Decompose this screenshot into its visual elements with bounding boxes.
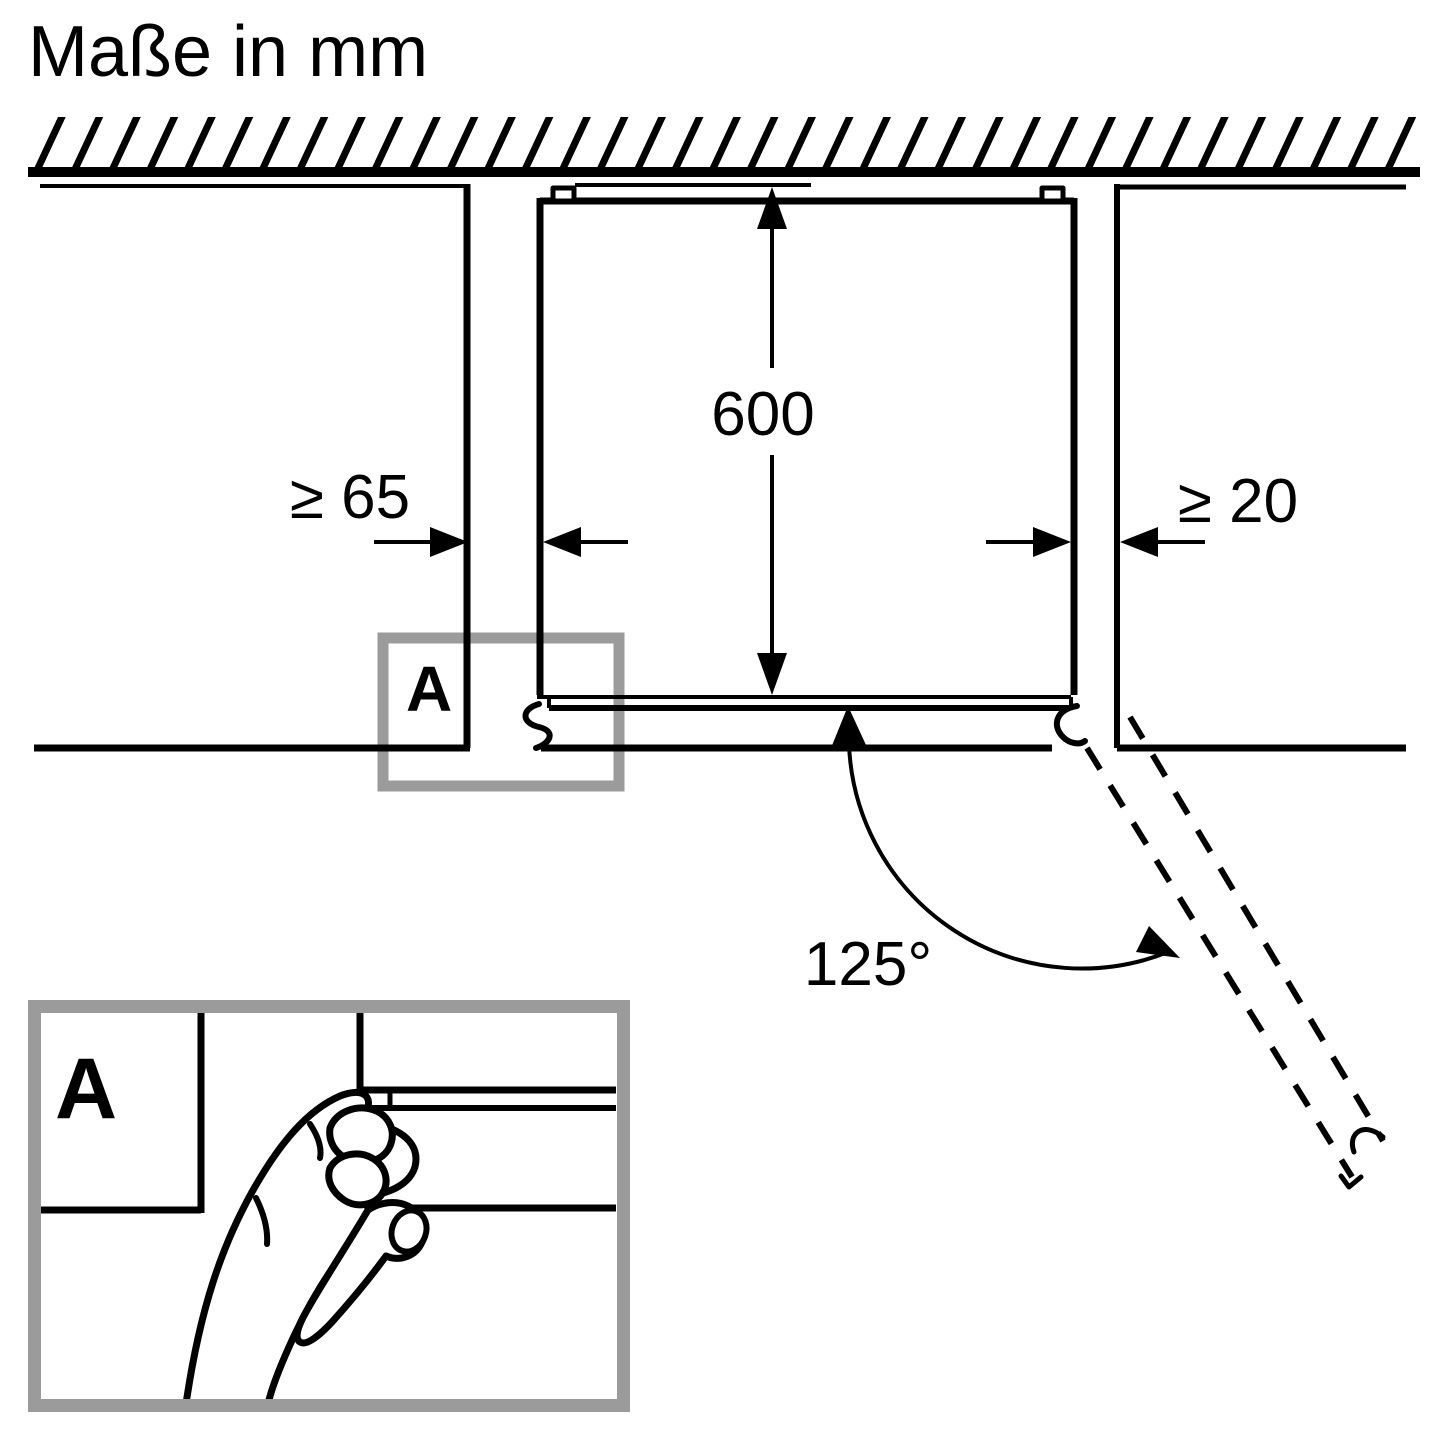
curled-finger-upper <box>326 1104 396 1166</box>
left-clearance-arrow-right-icon <box>430 527 468 557</box>
right-clearance-dimension: ≥ 20 <box>986 467 1298 557</box>
open-door-dashed-line-inner <box>1084 746 1355 1179</box>
left-break-squiggle <box>522 701 553 751</box>
hinge-squiggle <box>1053 703 1088 747</box>
open-door-break-tick <box>1338 1173 1364 1190</box>
wall-spacer-left <box>550 185 577 204</box>
rear-wall <box>28 117 1420 177</box>
left-cabinet <box>34 184 471 752</box>
detail-view-frame <box>28 1000 630 1412</box>
detail-a-callout-box <box>377 632 625 792</box>
appliance-right-arrow-icon <box>1033 527 1071 557</box>
detail-a-marker: A <box>406 653 452 725</box>
door-angle-label: 125° <box>804 930 932 999</box>
left-clearance-label: ≥ 65 <box>290 463 410 532</box>
open-door-dashed-line-outer <box>1127 715 1386 1143</box>
right-cabinet <box>1114 184 1406 752</box>
depth-label: 600 <box>711 380 814 449</box>
thumbnail <box>388 1207 430 1255</box>
finger-crease-line <box>307 1121 324 1161</box>
wall-hatching <box>30 117 1416 169</box>
curled-finger-lower <box>325 1150 390 1209</box>
appliance-left-arrow-icon <box>543 527 581 557</box>
right-clearance-label: ≥ 20 <box>1178 467 1298 536</box>
swing-arc-arrow-up-icon <box>831 706 866 748</box>
hand-illustration <box>182 1088 430 1408</box>
hand-crease-line <box>253 1195 271 1247</box>
detail-view-a: A <box>28 1000 630 1412</box>
right-clearance-arrow-left-icon <box>1120 527 1158 557</box>
detail-view-marker: A <box>55 1041 117 1137</box>
swing-arc <box>847 743 1169 971</box>
swing-arc-arrow-end-icon <box>1136 926 1180 958</box>
dim-arrow-down-icon <box>757 653 787 695</box>
page-title: Maße in mm <box>28 12 428 92</box>
depth-dimension: 600 <box>711 187 815 695</box>
appliance-body <box>522 183 1088 752</box>
door-swing: 125° <box>804 706 1386 1190</box>
left-clearance-dimension: ≥ 65 <box>290 463 628 557</box>
open-door-break-squiggle <box>1350 1127 1386 1155</box>
wall-spacer-right <box>1039 185 1066 204</box>
dim-arrow-up-icon <box>757 187 787 229</box>
